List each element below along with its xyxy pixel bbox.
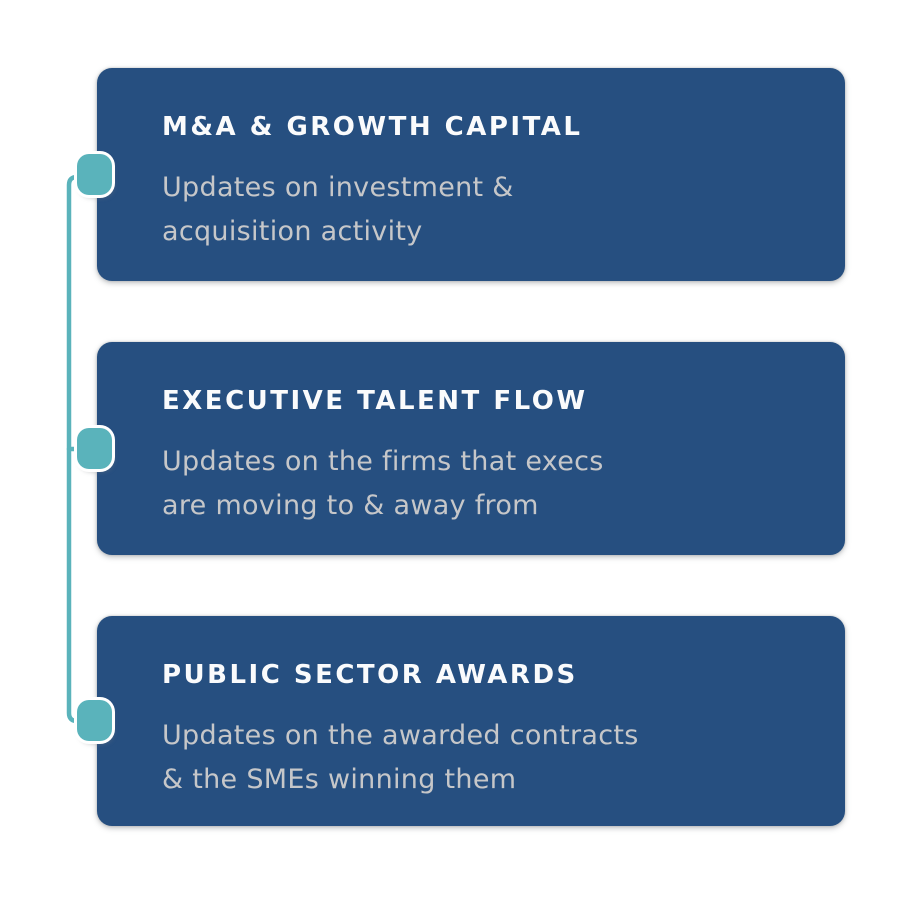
card-executive-talent-flow: EXECUTIVE TALENT FLOW Updates on the fir…: [97, 342, 845, 555]
card-title: PUBLIC SECTOR AWARDS: [162, 660, 578, 690]
card-ma-growth-capital: M&A & GROWTH CAPITAL Updates on investme…: [97, 68, 845, 281]
card-description-line-1: Updates on the awarded contracts: [162, 720, 639, 751]
card-public-sector-awards: PUBLIC SECTOR AWARDS Updates on the awar…: [97, 616, 845, 826]
card-title: EXECUTIVE TALENT FLOW: [162, 386, 588, 416]
card-description: Updates on the firms that execs are movi…: [162, 440, 805, 528]
card-title: M&A & GROWTH CAPITAL: [162, 112, 583, 142]
card-description-line-2: are moving to & away from: [162, 490, 539, 521]
card-description-line-1: Updates on investment &: [162, 172, 514, 203]
card-description-line-2: acquisition activity: [162, 216, 423, 247]
card-description: Updates on investment & acquisition acti…: [162, 166, 805, 254]
connector-node: [77, 700, 112, 741]
card-description: Updates on the awarded contracts & the S…: [162, 714, 805, 802]
card-description-line-2: & the SMEs winning them: [162, 764, 517, 795]
connector-node: [77, 428, 112, 469]
connector-node: [77, 154, 112, 195]
card-description-line-1: Updates on the firms that execs: [162, 446, 604, 477]
